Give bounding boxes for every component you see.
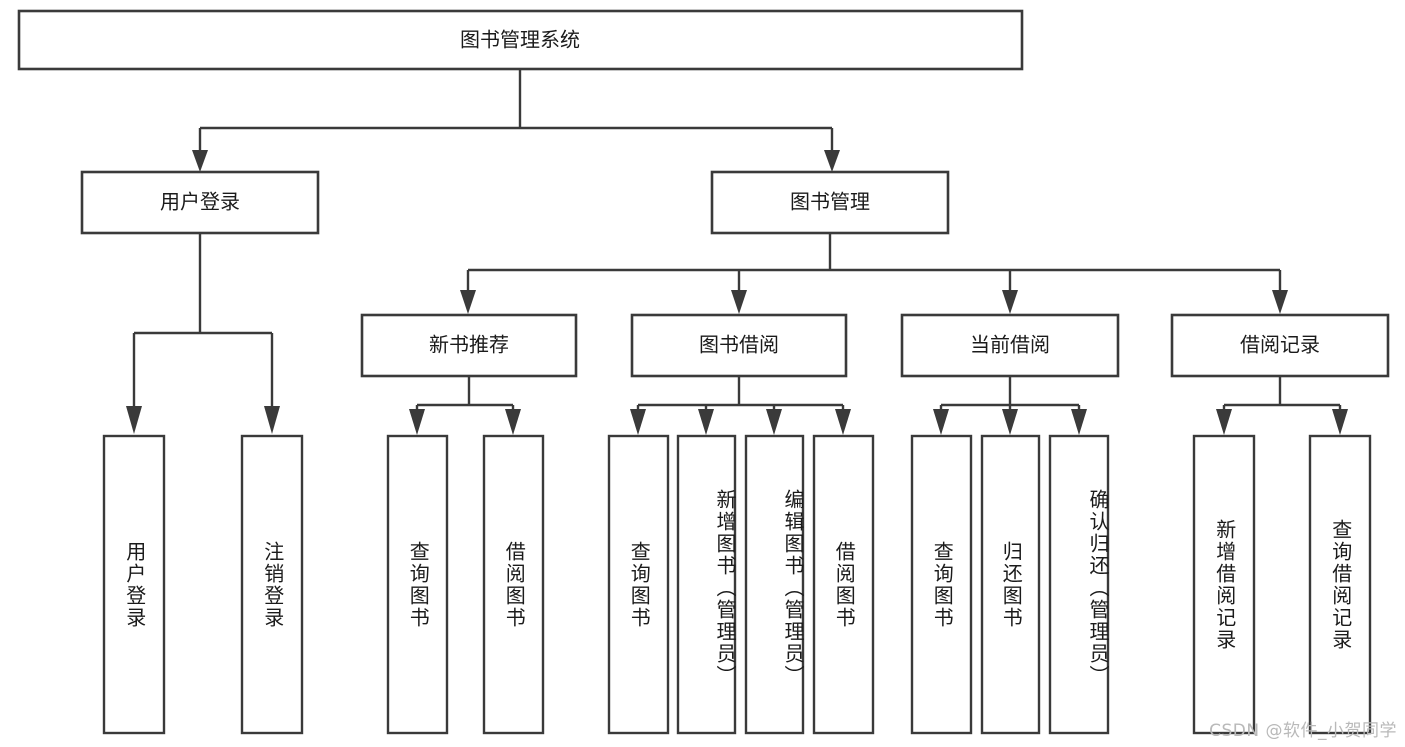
arrow-head-borrow-record: [1272, 290, 1288, 314]
node-user-login-box: [80, 170, 320, 235]
leaf-box-edit-book[interactable]: [744, 434, 805, 735]
node-new-book-recommend-label: 新书推荐: [429, 333, 509, 357]
leaf-box-borrow-book-2[interactable]: [812, 434, 875, 735]
arrow-head-leaf-query-book-2: [630, 409, 646, 435]
arrow-head-user-login: [192, 150, 208, 172]
node-borrow-record[interactable]: 借阅记录: [1170, 313, 1390, 378]
leaf-box-add-record[interactable]: [1192, 434, 1256, 735]
connector-root-to-level2: [192, 69, 840, 172]
arrow-head-leaf-query-book-1: [409, 409, 425, 435]
leaf-box-confirm-return[interactable]: [1048, 434, 1110, 735]
node-book-manage[interactable]: 图书管理: [710, 170, 950, 235]
connector-book-borrow-to-leaves: [630, 376, 851, 435]
connector-book-manage-to-level3: [460, 233, 1288, 314]
node-new-book-recommend-box: [360, 313, 578, 378]
node-root-label: 图书管理系统: [460, 28, 580, 52]
connector-borrow-record-to-leaves: [1216, 376, 1348, 435]
connector-current-borrow-to-leaves: [933, 376, 1087, 435]
leaf-box-add-book[interactable]: [676, 434, 737, 735]
arrow-head-leaf-logout: [264, 406, 280, 434]
node-book-manage-label: 图书管理: [790, 190, 870, 214]
arrow-head-leaf-confirm-return: [1071, 409, 1087, 435]
arrow-head-leaf-query-book-3: [933, 409, 949, 435]
leaf-box-logout[interactable]: [240, 434, 304, 735]
arrow-head-leaf-borrow-book-2: [835, 409, 851, 435]
leaf-box-query-book-2[interactable]: [607, 434, 670, 735]
arrow-head-leaf-user-login: [126, 406, 142, 434]
node-user-login[interactable]: 用户登录: [80, 170, 320, 235]
node-new-book-recommend[interactable]: 新书推荐: [360, 313, 578, 378]
arrow-head-book-borrow: [731, 290, 747, 314]
node-user-login-label: 用户登录: [160, 190, 240, 214]
arrow-head-leaf-return-book: [1002, 409, 1018, 435]
arrow-head-new-book-recommend: [460, 290, 476, 314]
connector-new-book-recommend-to-leaves: [409, 376, 521, 435]
arrow-head-book-manage: [824, 150, 840, 172]
leaf-box-borrow-book-1[interactable]: [482, 434, 545, 735]
leaf-box-return-book[interactable]: [980, 434, 1041, 735]
node-current-borrow-label: 当前借阅: [970, 333, 1050, 357]
node-current-borrow[interactable]: 当前借阅: [900, 313, 1120, 378]
leaf-box-query-book-3[interactable]: [910, 434, 973, 735]
node-book-borrow-label: 图书借阅: [699, 333, 779, 357]
node-root-box: [17, 9, 1024, 71]
arrow-head-leaf-edit-book: [766, 409, 782, 435]
node-borrow-record-label: 借阅记录: [1240, 333, 1320, 357]
arrow-head-leaf-add-record: [1216, 409, 1232, 435]
arrow-head-leaf-query-record: [1332, 409, 1348, 435]
node-book-borrow[interactable]: 图书借阅: [630, 313, 848, 378]
leaf-box-user-login[interactable]: [102, 434, 166, 735]
arrow-head-leaf-borrow-book-1: [505, 409, 521, 435]
arrow-head-current-borrow: [1002, 290, 1018, 314]
node-current-borrow-box: [900, 313, 1120, 378]
leaf-box-query-book-1[interactable]: [386, 434, 449, 735]
connector-user-login-to-leaves: [126, 233, 280, 434]
node-root[interactable]: 图书管理系统: [17, 9, 1024, 71]
arrow-head-leaf-add-book: [698, 409, 714, 435]
leaf-box-query-record[interactable]: [1308, 434, 1372, 735]
